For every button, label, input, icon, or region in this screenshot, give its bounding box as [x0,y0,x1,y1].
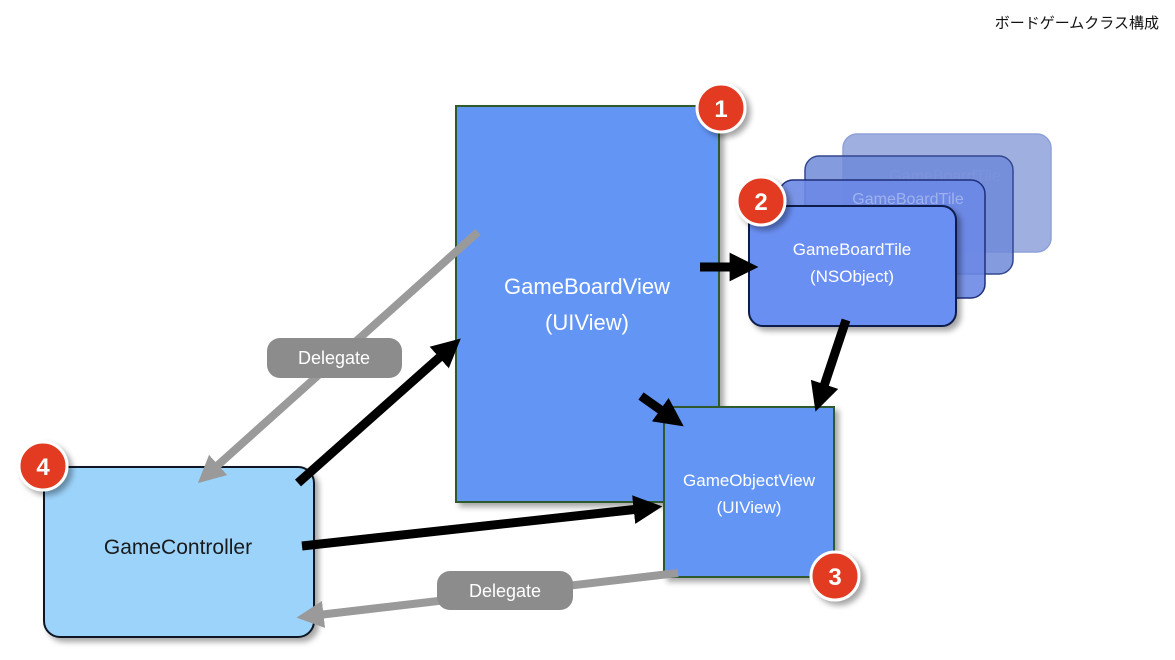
game-board-tile-node: GameBoardTile (NSObject) [748,205,957,327]
badge-3-number: 3 [828,564,841,591]
arrow-controller-to-boardview [295,338,461,487]
badge-2: 2 [735,175,787,227]
primary-arrows [295,252,851,551]
badge-4-number: 4 [36,454,50,481]
badge-2-number: 2 [754,189,767,216]
arrow-tile-to-objectview [810,318,851,412]
game-object-view-name: GameObjectView [683,471,816,490]
delegate-pill-lower-label: Delegate [469,581,541,601]
game-object-view-node: GameObjectView (UIView) [663,406,835,578]
badge-4: 4 [17,440,69,492]
page-title: ボードゲームクラス構成 [994,14,1159,32]
delegate-pill-lower: Delegate [437,571,573,610]
game-board-view-name: GameBoardView [504,274,670,299]
game-board-view-type: (UIView) [545,310,629,335]
arrow-boardview-to-objectview [638,392,684,427]
game-controller-node: GameController [43,466,315,638]
game-controller-name: GameController [104,536,252,559]
delegate-pill-upper: Delegate [267,338,402,378]
game-board-tile-type: (NSObject) [810,267,894,286]
delegate-pill-upper-label: Delegate [298,348,370,368]
badge-1: 1 [695,82,747,134]
badge-3: 3 [809,550,861,602]
badge-1-number: 1 [714,96,727,123]
tile-ghost-front-label: GameBoardTile [852,191,964,208]
arrow-controller-to-objectview [301,495,663,551]
game-board-tile-name: GameBoardTile [793,240,911,259]
game-object-view-type: (UIView) [717,498,782,517]
